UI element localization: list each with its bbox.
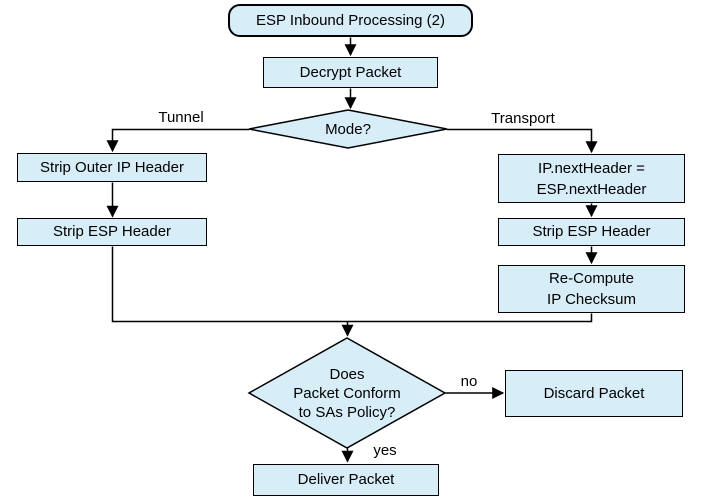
node-deliver-packet-label: Deliver Packet [297, 471, 395, 488]
edge-label-no: no [460, 373, 478, 390]
policy-line3: to SAs Policy? [298, 403, 396, 421]
node-strip-esp-header-left-label: Strip ESP Header [52, 223, 172, 240]
node-recompute-checksum-line1: Re-Compute [548, 270, 635, 287]
node-deliver-packet: Deliver Packet [253, 464, 439, 496]
node-ip-nextheader-line1: IP.nextHeader = [538, 159, 645, 177]
policy-line1: Does [329, 365, 365, 383]
policy-diamond-shape [247, 337, 447, 449]
node-strip-esp-header-right-label: Strip ESP Header [532, 223, 651, 240]
node-ip-nextheader-line2: ESP.nextHeader [536, 180, 647, 198]
node-start: ESP Inbound Processing (2) [228, 4, 473, 37]
mode-diamond-shape [248, 109, 448, 149]
node-policy-label: Does Packet Conform to SAs Policy? [262, 364, 432, 422]
mode-question-text: Mode? [325, 120, 371, 138]
node-discard-packet-label: Discard Packet [543, 384, 645, 402]
node-strip-outer-ip-header-label: Strip Outer IP Header [40, 158, 184, 176]
node-start-label: ESP Inbound Processing (2) [255, 11, 445, 29]
node-strip-outer-ip-header: Strip Outer IP Header [17, 153, 207, 182]
edge-mode-tunnel [106, 128, 249, 153]
node-recompute-checksum-line2: IP Checksum [547, 291, 636, 308]
node-strip-esp-header-left: Strip ESP Header [17, 218, 207, 246]
edge-label-yes: yes [373, 442, 397, 459]
node-mode-label: Mode? [298, 119, 398, 139]
node-ip-nextheader: IP.nextHeader = ESP.nextHeader [498, 154, 685, 203]
node-recompute-checksum: Re-Compute IP Checksum [498, 265, 685, 313]
edge-label-transport: Transport [491, 110, 555, 127]
policy-line2: Packet Conform [293, 384, 401, 402]
edge-merge-bus [111, 246, 593, 323]
node-decrypt-packet: Decrypt Packet [263, 57, 438, 88]
node-decrypt-packet-label: Decrypt Packet [299, 63, 402, 81]
edge-mode-transport [447, 128, 598, 154]
node-strip-esp-header-right: Strip ESP Header [498, 218, 685, 246]
node-discard-packet: Discard Packet [505, 370, 683, 417]
edge-label-tunnel: Tunnel [158, 109, 204, 126]
